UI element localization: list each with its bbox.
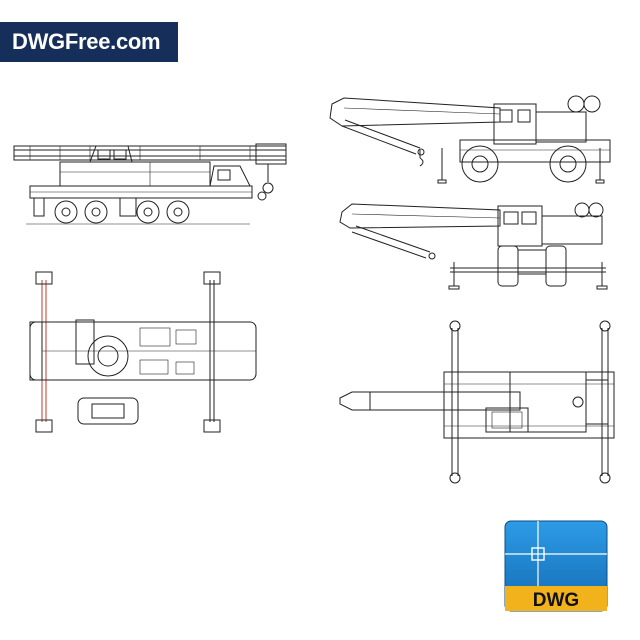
truck-crane-side-view xyxy=(13,143,287,225)
site-logo: DWGFree.com xyxy=(0,22,178,62)
dwg-file-icon: DWG xyxy=(504,520,608,612)
rough-terrain-crane-front-view xyxy=(339,202,608,290)
truck-crane-top-view xyxy=(29,271,257,433)
rough-terrain-crane-top-view xyxy=(339,320,615,484)
rough-terrain-crane-side-view xyxy=(329,95,611,184)
dwg-label: DWG xyxy=(533,590,579,611)
